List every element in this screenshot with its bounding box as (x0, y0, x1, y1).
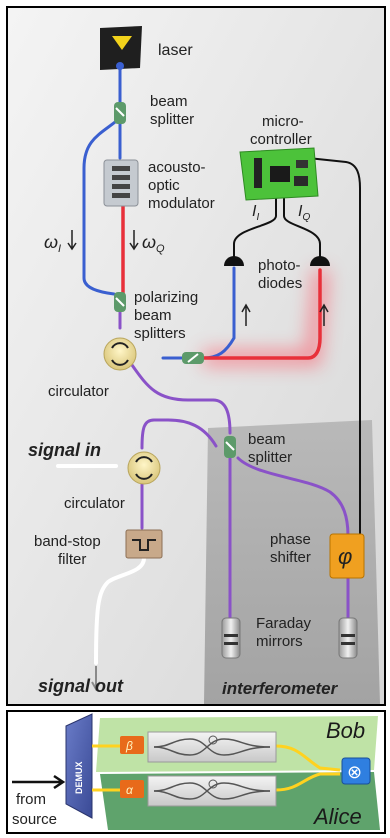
beta-label: β (125, 739, 133, 753)
omega-q-arrow (129, 230, 139, 251)
omega-i-arrow (67, 230, 77, 251)
phase-symbol: φ (338, 544, 352, 569)
pbs-label-line2: beam (134, 307, 172, 324)
purple-fibers (118, 306, 350, 620)
alpha-label: α (126, 783, 134, 797)
signal-in-label: signal in (28, 440, 101, 460)
beam-splitter-2-label-line2: splitter (248, 449, 292, 466)
bob-label: Bob (326, 718, 365, 743)
red-fibers (121, 204, 322, 360)
interferometer-chip-bob (147, 731, 277, 763)
beam-splitter-1-label-line1: beam (150, 93, 188, 110)
bandstop-label-line1: band-stop (34, 533, 101, 550)
photodiodes-label-line2: diodes (258, 275, 302, 292)
aom-label-line2: optic (148, 177, 180, 194)
interferometer-plate (204, 420, 380, 704)
pbs-label-line3: splitters (134, 325, 186, 342)
faraday-mirror-right (338, 617, 358, 659)
beam-splitter-1-label-line2: splitter (150, 111, 194, 128)
photodiode-q-arrow (319, 303, 329, 326)
phase-shifter-alpha (120, 780, 144, 798)
source-label: source (12, 811, 57, 828)
beam-splitter-1 (114, 102, 126, 124)
photodiode-i-arrow (241, 303, 251, 326)
alice-label: Alice (312, 804, 362, 829)
microcontroller-label-line1: micro- (262, 113, 304, 130)
omega-q-label: ωQ (142, 232, 165, 255)
faraday-label-line2: mirrors (256, 633, 303, 650)
setup-diagram: laser beam splitter micro- controller ac… (8, 8, 384, 704)
photodiode-i (224, 256, 244, 266)
circulator-1 (103, 337, 137, 371)
omega-i-label: ωI (44, 232, 61, 255)
setup-diagram-panel: laser beam splitter micro- controller ac… (6, 6, 386, 706)
polarizing-beam-splitter-1 (114, 292, 126, 312)
from-label: from (16, 791, 46, 808)
current-i-label: II (252, 203, 259, 223)
detector-cube (341, 757, 371, 785)
faraday-label-line1: Faraday (256, 615, 312, 632)
interferometer-label: interferometer (222, 679, 339, 698)
laser-device (100, 26, 142, 70)
signal-fibers (56, 464, 146, 665)
from-source-arrow (12, 774, 66, 790)
acousto-optic-modulator (103, 159, 139, 207)
beam-splitter-2-label-line1: beam (248, 431, 286, 448)
laser-label: laser (158, 42, 193, 59)
bandstop-label-line2: filter (58, 551, 86, 568)
network-diagram: DEMUX from source β α ⊗ Bob Alice (8, 712, 384, 832)
microcontroller-label-line2: controller (250, 131, 312, 148)
faraday-mirror-left (221, 617, 241, 659)
phase-shifter (329, 533, 365, 579)
microcontroller-board (239, 147, 319, 201)
circulator-1-label: circulator (48, 383, 109, 400)
photodiodes-label-line1: photo- (258, 257, 301, 274)
tensor-symbol: ⊗ (347, 762, 362, 782)
circulator-2-label: circulator (64, 495, 125, 512)
interferometer-chip-alice (147, 775, 277, 807)
demux-prism (65, 713, 93, 819)
pbs-label-line1: polarizing (134, 289, 198, 306)
current-q-label: IQ (298, 203, 310, 223)
demux-label: DEMUX (74, 761, 84, 794)
yellow-fibers (92, 744, 341, 792)
aom-label-line1: acousto- (148, 159, 206, 176)
network-diagram-panel: DEMUX from source β α ⊗ Bob Alice (6, 710, 386, 834)
beam-splitter-2 (224, 436, 236, 458)
phase-shifter-label-line2: shifter (270, 549, 311, 566)
phase-shifter-beta (120, 736, 144, 754)
signal-out-label: signal out (38, 676, 124, 696)
circulator-2 (127, 451, 161, 485)
photodiode-q (310, 256, 330, 266)
aom-label-line3: modulator (148, 195, 215, 212)
phase-shifter-label-line1: phase (270, 531, 311, 548)
polarizing-beam-splitter-2 (182, 352, 204, 364)
signal-out-arrow (91, 666, 101, 692)
bandstop-filter (125, 529, 163, 559)
